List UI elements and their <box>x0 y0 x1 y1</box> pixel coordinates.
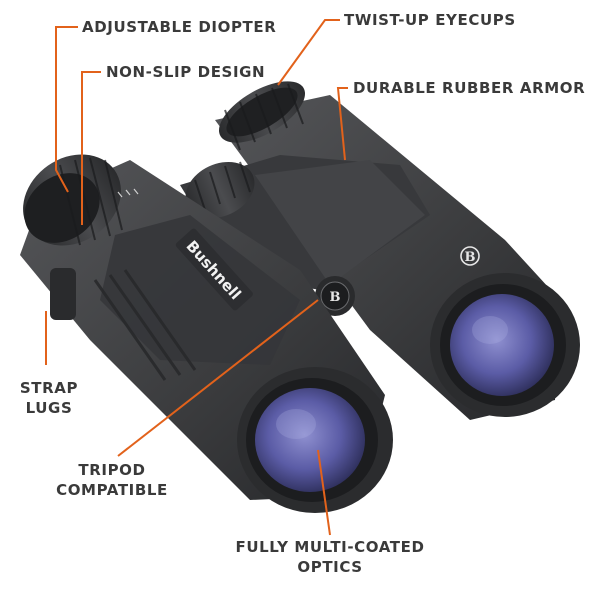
tripod-compatible-line-2: COMPATIBLE <box>56 481 168 499</box>
callout-strap-lugs: STRAP LUGS <box>14 378 84 418</box>
leader-tripod-compatible <box>117 299 319 457</box>
tripod-compatible-line-1: TRIPOD <box>78 461 146 479</box>
callout-adjustable-diopter: ADJUSTABLE DIOPTER <box>82 18 277 36</box>
optics-line-2: OPTICS <box>297 558 363 576</box>
optics-line-1: FULLY MULTI-COATED <box>235 538 425 556</box>
callout-fully-multi-coated-optics: FULLY MULTI-COATED OPTICS <box>230 537 430 577</box>
leader-adjustable-diopter <box>55 26 78 193</box>
leader-non-slip-design <box>81 71 101 225</box>
leader-durable-rubber-armor <box>336 87 348 161</box>
callout-durable-rubber-armor: DURABLE RUBBER ARMOR <box>353 79 586 97</box>
callout-leader-lines <box>45 19 348 536</box>
strap-lugs-line-2: LUGS <box>25 399 73 417</box>
leader-twist-up-eyecups <box>277 19 340 86</box>
left-barrel: Bushnell <box>20 154 393 513</box>
callout-non-slip-design: NON-SLIP DESIGN <box>106 63 266 81</box>
strap-lugs-line-1: STRAP <box>19 379 79 397</box>
callout-twist-up-eyecups: TWIST-UP EYECUPS <box>344 11 516 29</box>
callout-tripod-compatible: TRIPOD COMPATIBLE <box>52 460 172 500</box>
right-barrel-logo: B <box>465 250 476 265</box>
tripod-cap-logo: B <box>330 290 341 305</box>
leader-optics <box>317 449 331 536</box>
